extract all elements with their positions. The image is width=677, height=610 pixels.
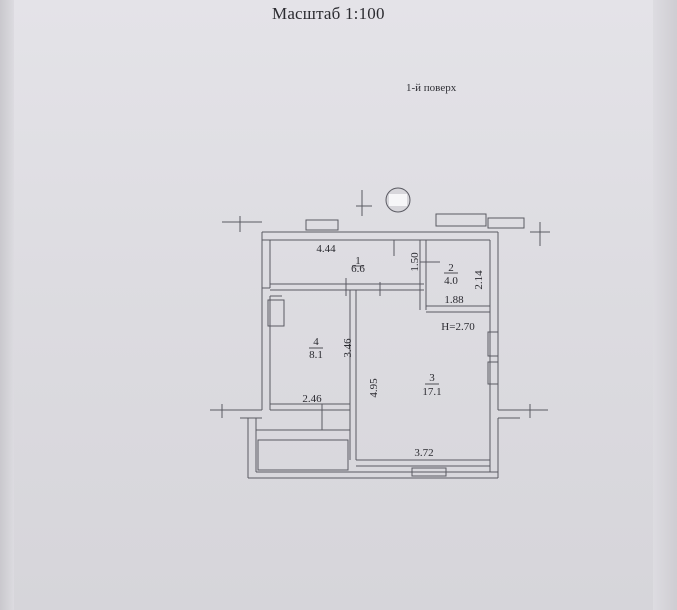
dim-room3-width: 3.72 [414, 447, 433, 459]
dim-room2-width: 1.88 [444, 294, 464, 306]
room-1-number: 1 [355, 255, 361, 267]
floor-label: 1-й поверх [406, 82, 457, 94]
paper-shadow-right [653, 0, 677, 610]
dim-room3-depth: 4.95 [368, 378, 380, 398]
interior-walls [270, 240, 490, 467]
compass-marker [385, 187, 411, 213]
dim-room4-depth: 3.46 [342, 338, 354, 358]
room-3-number: 3 [429, 372, 435, 384]
room-4-area: 8.1 [309, 349, 323, 361]
ceiling-height: H=2.70 [441, 321, 475, 333]
room-4-number: 4 [313, 336, 319, 348]
room-number-underlines [309, 265, 458, 385]
dim-room1-depth: 1.50 [409, 252, 421, 272]
room-1-area: 6.6 [351, 263, 365, 275]
room-3-area: 17.1 [422, 386, 441, 398]
paper-shadow-left [0, 0, 14, 610]
room-2-number: 2 [448, 262, 454, 274]
extension-lines [210, 190, 550, 418]
windows [257, 213, 525, 477]
door-openings [321, 240, 440, 430]
dim-room2-depth: 2.14 [473, 270, 485, 290]
dim-room1-width: 4.44 [316, 243, 336, 255]
dim-room4-width: 2.46 [302, 393, 322, 405]
outer-walls [240, 231, 520, 479]
room-2-area: 4.0 [444, 275, 458, 287]
scale-title: Масштаб 1:100 [272, 4, 385, 23]
